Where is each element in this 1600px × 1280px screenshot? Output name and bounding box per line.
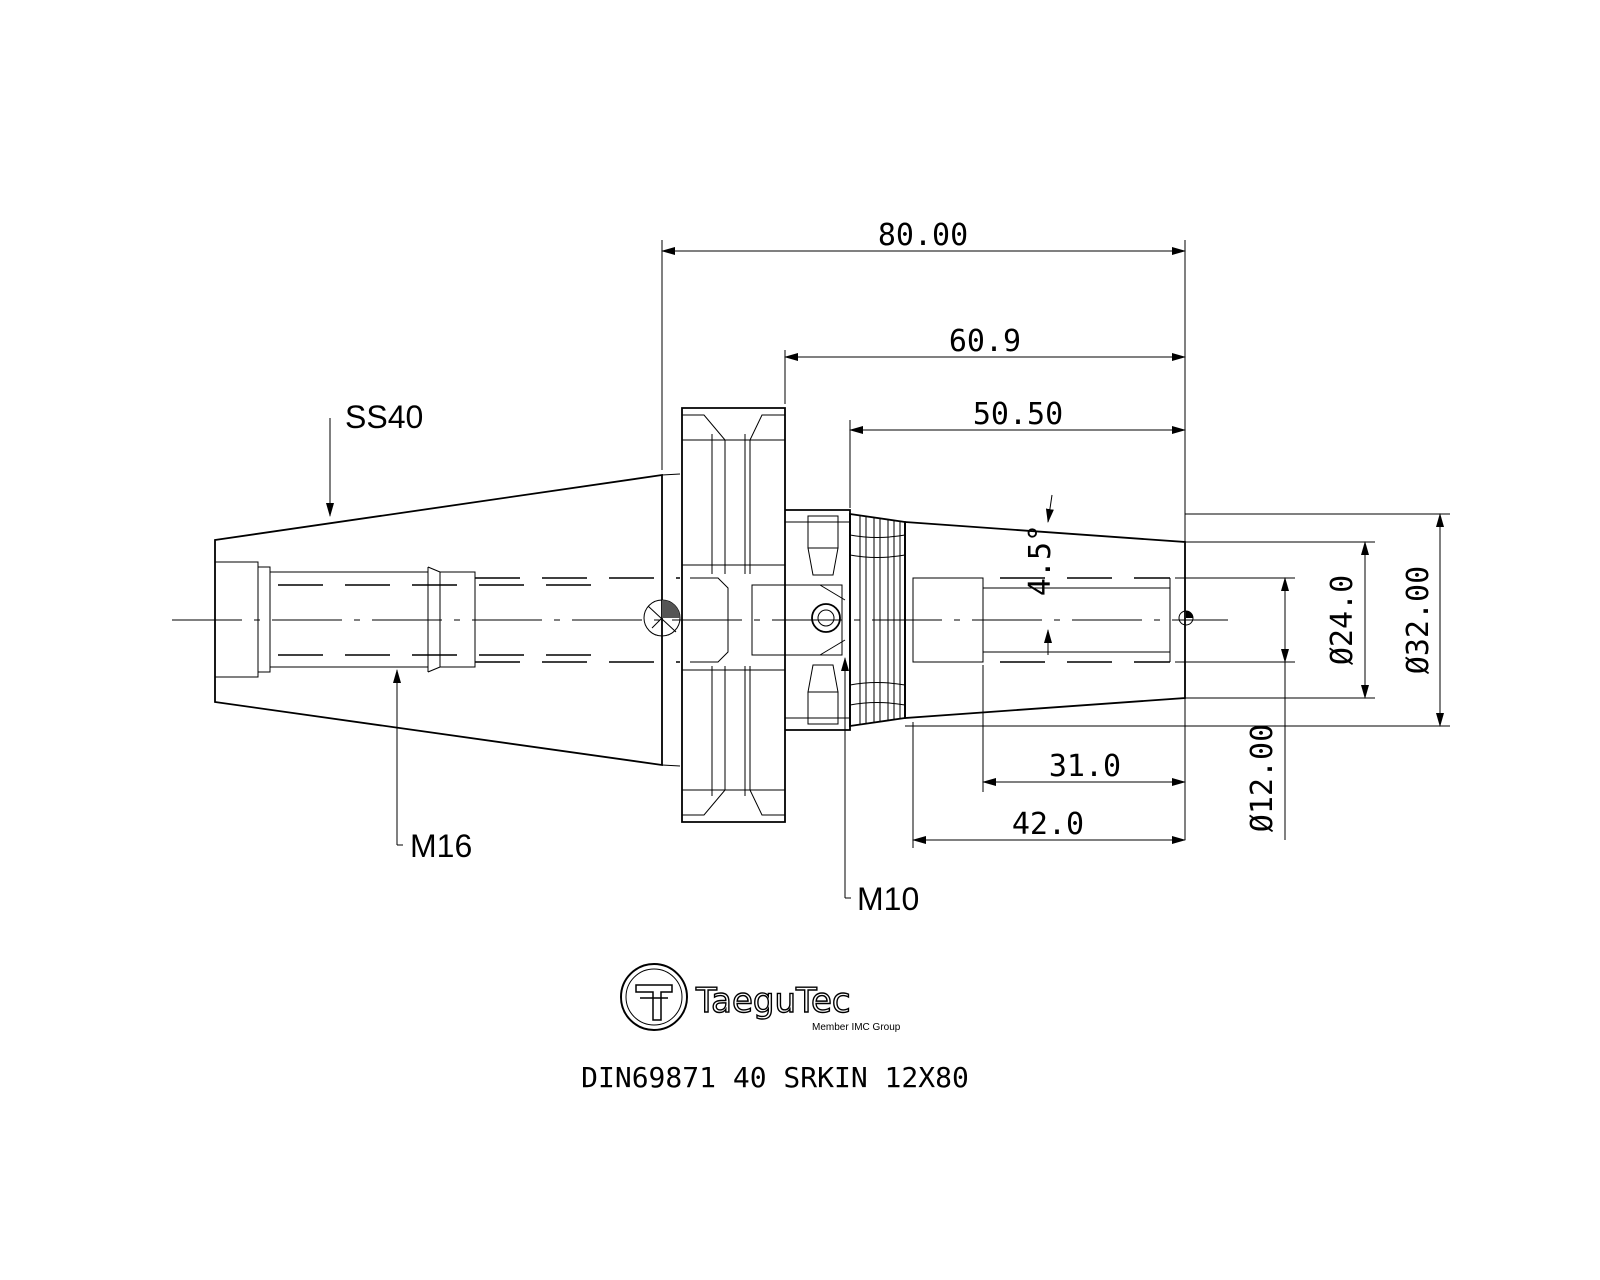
callout-ss40: SS40 (326, 399, 423, 517)
dim-d12-label: Ø12.00 (1245, 724, 1280, 832)
callout-m16: M16 (393, 669, 472, 864)
taper-shank (214, 473, 681, 767)
dim-taper-section: 50.50 (849, 397, 1186, 508)
dim-d24-label: Ø24.0 (1325, 575, 1360, 665)
dim-nose-large-diameter: Ø32.00 (905, 513, 1450, 727)
dim-bore-diameter: Ø12.00 (1175, 577, 1295, 840)
dim-50-50-label: 50.50 (973, 397, 1063, 432)
dim-nose-length: 42.0 (912, 722, 1186, 848)
dim-d32-label: Ø32.00 (1401, 566, 1436, 674)
dim-60-9-label: 60.9 (949, 324, 1021, 359)
drawing-title: DIN69871 40 SRKIN 12X80 (581, 1061, 969, 1094)
dim-overall-length: 80.00 (661, 218, 1186, 840)
cross-hole-left (643, 599, 681, 637)
callout-m10: M10 (841, 657, 919, 917)
callout-ss40-label: SS40 (345, 399, 423, 435)
dim-flange-to-end: 60.9 (784, 324, 1186, 404)
dim-42-label: 42.0 (1012, 807, 1084, 842)
callout-m10-label: M10 (857, 881, 919, 917)
dim-bore-depth: 31.0 (982, 665, 1186, 792)
taegutec-logo: TaeguTec Member IMC Group (620, 963, 901, 1033)
logo-brand: TaeguTec (695, 981, 851, 1021)
dim-taper-angle: 4.5° (1023, 494, 1058, 655)
dim-angle-label: 4.5° (1023, 524, 1058, 596)
dim-31-label: 31.0 (1049, 749, 1121, 784)
logo-tagline: Member IMC Group (812, 1022, 901, 1033)
dim-nose-small-diameter: Ø24.0 (1185, 541, 1375, 699)
dim-80-label: 80.00 (878, 218, 968, 253)
callout-m16-label: M16 (410, 828, 472, 864)
flange (681, 407, 786, 823)
